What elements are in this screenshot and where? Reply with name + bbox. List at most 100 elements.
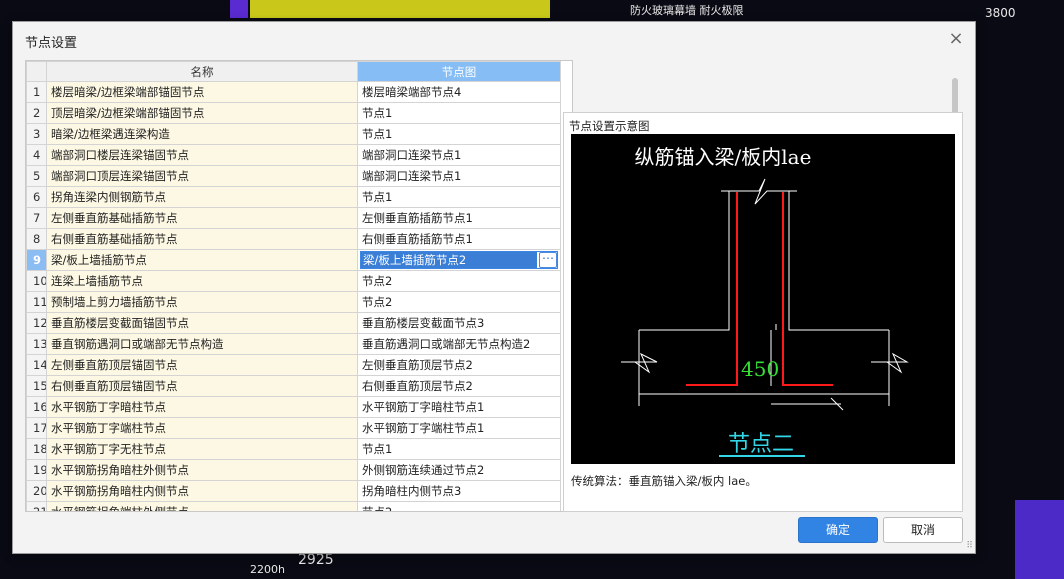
row-number[interactable]: 4 bbox=[26, 144, 47, 166]
node-name-cell[interactable]: 垂直筋楼层变截面锚固节点 bbox=[46, 312, 358, 334]
row-number[interactable]: 13 bbox=[26, 333, 47, 355]
node-name-cell[interactable]: 右侧垂直筋基础插筋节点 bbox=[46, 228, 358, 250]
row-number[interactable]: 3 bbox=[26, 123, 47, 145]
row-number[interactable]: 12 bbox=[26, 312, 47, 334]
node-name-cell[interactable]: 连梁上墙插筋节点 bbox=[46, 270, 358, 292]
node-name-cell[interactable]: 左侧垂直筋基础插筋节点 bbox=[46, 207, 358, 229]
node-diagram-cell[interactable]: 节点1 bbox=[357, 102, 561, 124]
node-diagram-cell[interactable]: 垂直筋楼层变截面节点3 bbox=[357, 312, 561, 334]
column-header-node[interactable]: 节点图 bbox=[357, 61, 561, 82]
node-name-cell[interactable]: 梁/板上墙插筋节点 bbox=[46, 249, 358, 271]
node-diagram-cell[interactable]: 楼层暗梁端部节点4 bbox=[357, 81, 561, 103]
row-number[interactable]: 21 bbox=[26, 501, 47, 511]
node-diagram-cell[interactable]: 节点2 bbox=[357, 270, 561, 292]
node-diagram-cell[interactable]: 右侧垂直筋插筋节点1 bbox=[357, 228, 561, 250]
node-diagram-cell[interactable]: 水平钢筋丁字暗柱节点1 bbox=[357, 396, 561, 418]
row-number[interactable]: 16 bbox=[26, 396, 47, 418]
node-name-cell[interactable]: 水平钢筋拐角暗柱内侧节点 bbox=[46, 480, 358, 502]
row-number[interactable]: 2 bbox=[26, 102, 47, 124]
column-header-name[interactable]: 名称 bbox=[46, 61, 358, 82]
row-number[interactable]: 7 bbox=[26, 207, 47, 229]
node-name-cell[interactable]: 水平钢筋拐角暗柱外侧节点 bbox=[46, 459, 358, 481]
row-number[interactable]: 15 bbox=[26, 375, 47, 397]
node-diagram-cell[interactable]: 节点2 bbox=[357, 291, 561, 313]
dimension-label: 450 bbox=[741, 357, 779, 381]
row-number[interactable]: 1 bbox=[26, 81, 47, 103]
row-number[interactable]: 5 bbox=[26, 165, 47, 187]
node-diagram-cell[interactable]: 拐角暗柱内侧节点3 bbox=[357, 480, 561, 502]
node-diagram-cell[interactable]: 端部洞口连梁节点1 bbox=[357, 144, 561, 166]
node-name-cell[interactable]: 暗梁/边框梁遇连梁构造 bbox=[46, 123, 358, 145]
node-diagram-cell[interactable]: 节点1 bbox=[357, 123, 561, 145]
node-diagram-cell[interactable]: 节点2 bbox=[357, 501, 561, 511]
node-name-cell[interactable]: 端部洞口顶层连梁锚固节点 bbox=[46, 165, 358, 187]
node-name-cell[interactable]: 拐角连梁内侧钢筋节点 bbox=[46, 186, 358, 208]
node-name-cell[interactable]: 顶层暗梁/边框梁端部锚固节点 bbox=[46, 102, 358, 124]
row-number[interactable]: 8 bbox=[26, 228, 47, 250]
node-name-cell[interactable]: 楼层暗梁/边框梁端部锚固节点 bbox=[46, 81, 358, 103]
node-diagram-cell[interactable]: 右侧垂直筋顶层节点2 bbox=[357, 375, 561, 397]
resize-grip-icon[interactable]: ⠿ bbox=[966, 541, 973, 551]
node-diagram-cell[interactable]: 水平钢筋丁字端柱节点1 bbox=[357, 417, 561, 439]
more-options-icon[interactable]: ⋯ bbox=[539, 252, 557, 268]
node-name-cell[interactable]: 水平钢筋丁字端柱节点 bbox=[46, 417, 358, 439]
row-number[interactable]: 10 bbox=[26, 270, 47, 292]
node-diagram-cell[interactable]: 节点1 bbox=[357, 186, 561, 208]
cancel-button[interactable]: 取消 bbox=[883, 517, 963, 543]
row-number[interactable]: 11 bbox=[26, 291, 47, 313]
scrollbar-thumb[interactable] bbox=[952, 78, 958, 114]
node-diagram-cell[interactable]: 节点1 bbox=[357, 438, 561, 460]
node-name-cell[interactable]: 端部洞口楼层连梁锚固节点 bbox=[46, 144, 358, 166]
row-number[interactable]: 6 bbox=[26, 186, 47, 208]
node-cell-value[interactable]: 梁/板上墙插筋节点2 bbox=[361, 252, 537, 268]
cad-block bbox=[250, 0, 550, 18]
node-name-cell[interactable]: 水平钢筋丁字无柱节点 bbox=[46, 438, 358, 460]
row-number[interactable]: 17 bbox=[26, 417, 47, 439]
node-diagram: 纵筋锚入梁/板内lae bbox=[571, 134, 955, 464]
ok-button[interactable]: 确定 bbox=[798, 517, 878, 543]
node-name-cell[interactable]: 水平钢筋拐角端柱外侧节点 bbox=[46, 501, 358, 511]
diagram-title: 纵筋锚入梁/板内lae bbox=[635, 145, 812, 169]
row-number[interactable]: 14 bbox=[26, 354, 47, 376]
node-name-cell[interactable]: 右侧垂直筋顶层锚固节点 bbox=[46, 375, 358, 397]
row-number[interactable]: 9 bbox=[26, 249, 47, 271]
node-diagram-cell[interactable]: 垂直筋遇洞口或端部无节点构造2 bbox=[357, 333, 561, 355]
node-name-cell[interactable]: 左侧垂直筋顶层锚固节点 bbox=[46, 354, 358, 376]
cad-block bbox=[230, 0, 248, 18]
node-cell-editor[interactable]: 梁/板上墙插筋节点2⋯ bbox=[360, 251, 558, 269]
node-diagram-cell[interactable]: 左侧垂直筋插筋节点1 bbox=[357, 207, 561, 229]
row-number[interactable]: 18 bbox=[26, 438, 47, 460]
node-diagram-cell[interactable]: 外侧钢筋连续通过节点2 bbox=[357, 459, 561, 481]
node-name-cell[interactable]: 预制墙上剪力墙插筋节点 bbox=[46, 291, 358, 313]
close-icon[interactable]: × bbox=[948, 28, 964, 49]
node-diagram-cell[interactable]: 端部洞口连梁节点1 bbox=[357, 165, 561, 187]
node-diagram-cell[interactable]: 左侧垂直筋顶层节点2 bbox=[357, 354, 561, 376]
row-number[interactable]: 20 bbox=[26, 480, 47, 502]
node-diagram-cell[interactable]: 梁/板上墙插筋节点2⋯ bbox=[357, 249, 561, 271]
node-name-cell[interactable]: 垂直钢筋遇洞口或端部无节点构造 bbox=[46, 333, 358, 355]
node-name-cell[interactable]: 水平钢筋丁字暗柱节点 bbox=[46, 396, 358, 418]
row-number[interactable]: 19 bbox=[26, 459, 47, 481]
